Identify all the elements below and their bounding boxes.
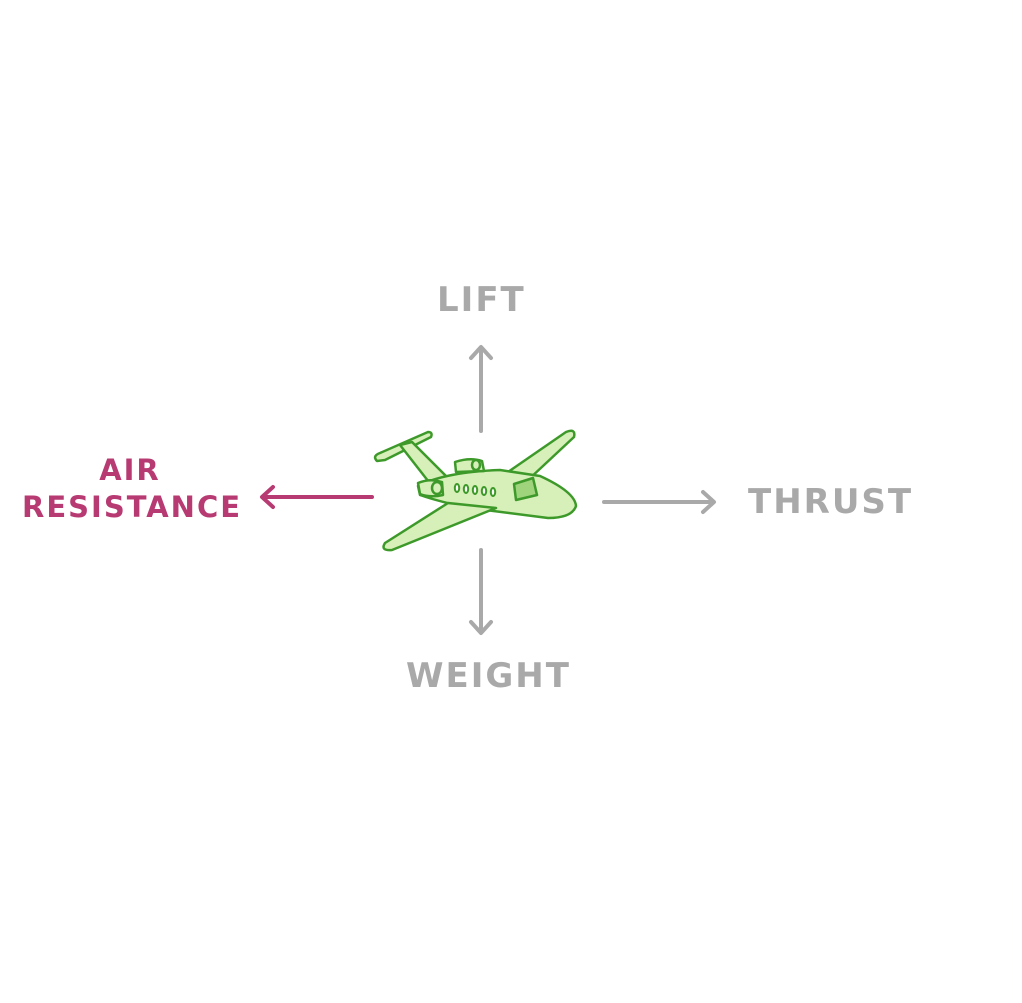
air-resistance-line2: RESISTANCE: [22, 490, 243, 524]
lift-label: LIFT: [437, 280, 526, 320]
air-resistance-arrow-icon: [260, 485, 374, 509]
weight-arrow-icon: [469, 548, 493, 635]
weight-label: WEIGHT: [406, 656, 571, 696]
thrust-arrow-icon: [602, 490, 716, 514]
lift-arrow-icon: [469, 345, 493, 433]
air-resistance-label: AIR RESISTANCE: [22, 452, 243, 526]
air-resistance-line1: AIR: [99, 453, 161, 487]
thrust-label: THRUST: [748, 482, 914, 522]
